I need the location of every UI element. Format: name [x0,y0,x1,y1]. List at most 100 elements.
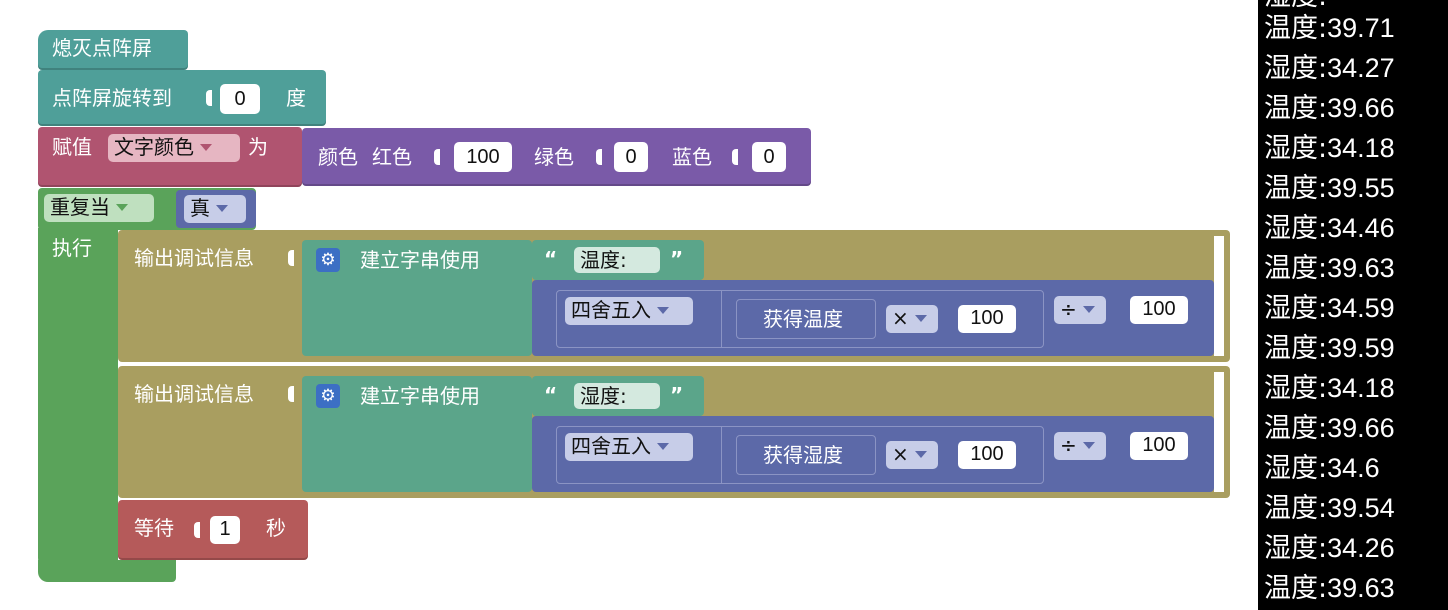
open-quote-icon: “ [544,383,558,407]
input-notch [596,149,602,165]
console-line: 温度:39.66 [1264,413,1395,444]
console-line: 湿度: [1264,0,1327,13]
console-line: 湿度:34.46 [1264,213,1395,244]
repeat-block-foot [38,560,176,582]
open-quote-icon: “ [544,247,558,271]
color-block[interactable]: 颜色 红色 100 绿色 0 蓝色 0 [302,128,811,186]
multiply-operator-dropdown[interactable]: × [886,305,938,333]
repeat-do-label: 执行 [52,236,92,260]
divide-value-input[interactable]: 100 [1130,432,1188,460]
assign-to-label: 为 [248,135,268,159]
wait-unit-label: 秒 [266,516,286,540]
rotate-angle-input[interactable]: 0 [220,84,260,114]
variable-dropdown[interactable]: 文字颜色 [108,134,240,162]
matrix-off-block[interactable]: 熄灭点阵屏 [38,30,188,70]
rotate-unit-label: 度 [286,86,306,110]
console-line: 温度:39.63 [1264,253,1395,284]
input-notch [288,386,294,402]
sensor-label: 获得湿度 [763,443,843,467]
divide-operator-dropdown[interactable]: ÷ [1054,432,1106,460]
console-line: 湿度:34.26 [1264,533,1395,564]
repeat-mode-dropdown[interactable]: 重复当 [44,194,154,222]
color-label: 颜色 [318,145,358,169]
matrix-rotate-label: 点阵屏旋转到 [52,86,172,110]
wait-block[interactable]: 等待 1 秒 [118,500,308,560]
text-literal-value[interactable]: 湿度: [574,383,660,409]
dropdown-arrow-icon [1082,306,1095,313]
sensor-block[interactable]: 获得湿度 [736,435,876,475]
close-quote-icon: ” [670,383,684,407]
text-literal-block[interactable]: “ 湿度: ” [532,376,704,416]
divide-operator: ÷ [1060,297,1077,321]
round-dropdown[interactable]: 四舍五入 [565,297,693,325]
text-literal-block[interactable]: “ 温度: ” [532,240,704,280]
print-label: 输出调试信息 [134,246,254,270]
console-line: 温度:39.54 [1264,493,1395,524]
console-line: 湿度:34.6 [1264,453,1380,484]
multiply-block[interactable]: 获得温度 × 100 [721,291,1045,347]
divide-operator: ÷ [1060,433,1077,457]
green-label: 绿色 [534,145,574,169]
console-line: 温度:39.71 [1264,13,1395,44]
green-value-input[interactable]: 0 [614,142,648,172]
input-notch [732,149,738,165]
console-line: 湿度:34.59 [1264,293,1395,324]
multiply-operator-dropdown[interactable]: × [886,441,938,469]
multiply-value-input[interactable]: 100 [958,305,1016,333]
console-line: 温度:39.66 [1264,93,1395,124]
dropdown-arrow-icon [216,205,228,212]
gear-icon[interactable]: ⚙ [316,384,340,408]
round-label: 四舍五入 [571,434,651,458]
multiply-operator: × [892,306,909,330]
console-line: 湿度:34.18 [1264,133,1395,164]
console-line: 湿度:34.27 [1264,53,1395,84]
dropdown-arrow-icon [914,315,927,322]
dropdown-arrow-icon [914,451,927,458]
red-value-input[interactable]: 100 [454,142,512,172]
input-notch [206,90,212,106]
round-block[interactable]: 四舍五入 获得温度 × 100 [556,290,1044,348]
block-edge [1214,372,1224,492]
matrix-off-label: 熄灭点阵屏 [52,36,152,60]
divide-block[interactable]: 四舍五入 获得温度 × 100 ÷ 100 [532,280,1214,356]
multiply-block[interactable]: 获得湿度 × 100 [721,427,1045,483]
wait-label: 等待 [134,516,174,540]
join-block[interactable]: ⚙ 建立字串使用 [302,240,532,356]
dropdown-arrow-icon [200,144,212,151]
dropdown-arrow-icon [657,443,669,450]
console-line: 温度:39.59 [1264,333,1395,364]
matrix-rotate-block[interactable]: 点阵屏旋转到 0 度 [38,70,326,126]
dropdown-arrow-icon [1082,442,1095,449]
red-label: 红色 [372,145,412,169]
round-dropdown[interactable]: 四舍五入 [565,433,693,461]
multiply-value-input[interactable]: 100 [958,441,1016,469]
repeat-mode-label: 重复当 [50,195,110,219]
dropdown-arrow-icon [657,307,669,314]
wait-seconds-input[interactable]: 1 [210,516,240,544]
input-notch [288,250,294,266]
text-literal-value[interactable]: 温度: [574,247,660,273]
input-notch [194,522,200,538]
join-label: 建立字串使用 [360,248,480,272]
print-label: 输出调试信息 [134,382,254,406]
sensor-block[interactable]: 获得温度 [736,299,876,339]
round-block[interactable]: 四舍五入 获得湿度 × 100 [556,426,1044,484]
divide-value-input[interactable]: 100 [1130,296,1188,324]
gear-icon[interactable]: ⚙ [316,248,340,272]
join-label: 建立字串使用 [360,384,480,408]
divide-block[interactable]: 四舍五入 获得湿度 × 100 ÷ 100 [532,416,1214,492]
console-line: 温度:39.55 [1264,173,1395,204]
condition-dropdown[interactable]: 真 [184,195,246,223]
repeat-block-arm [38,228,118,568]
blue-value-input[interactable]: 0 [752,142,786,172]
print-block-temperature[interactable]: 输出调试信息 ⚙ 建立字串使用 “ 温度: ” 四舍五入 获得温度 × [118,230,1230,362]
assign-block[interactable]: 赋值 文字颜色 为 [38,127,302,187]
divide-operator-dropdown[interactable]: ÷ [1054,296,1106,324]
join-block[interactable]: ⚙ 建立字串使用 [302,376,532,492]
repeat-condition-block[interactable]: 真 [176,190,256,228]
print-block-humidity[interactable]: 输出调试信息 ⚙ 建立字串使用 “ 湿度: ” 四舍五入 获得湿度 × [118,366,1230,498]
close-quote-icon: ” [670,247,684,271]
blue-label: 蓝色 [672,145,712,169]
console-line: 温度:39.63 [1264,573,1395,604]
multiply-operator: × [892,442,909,466]
